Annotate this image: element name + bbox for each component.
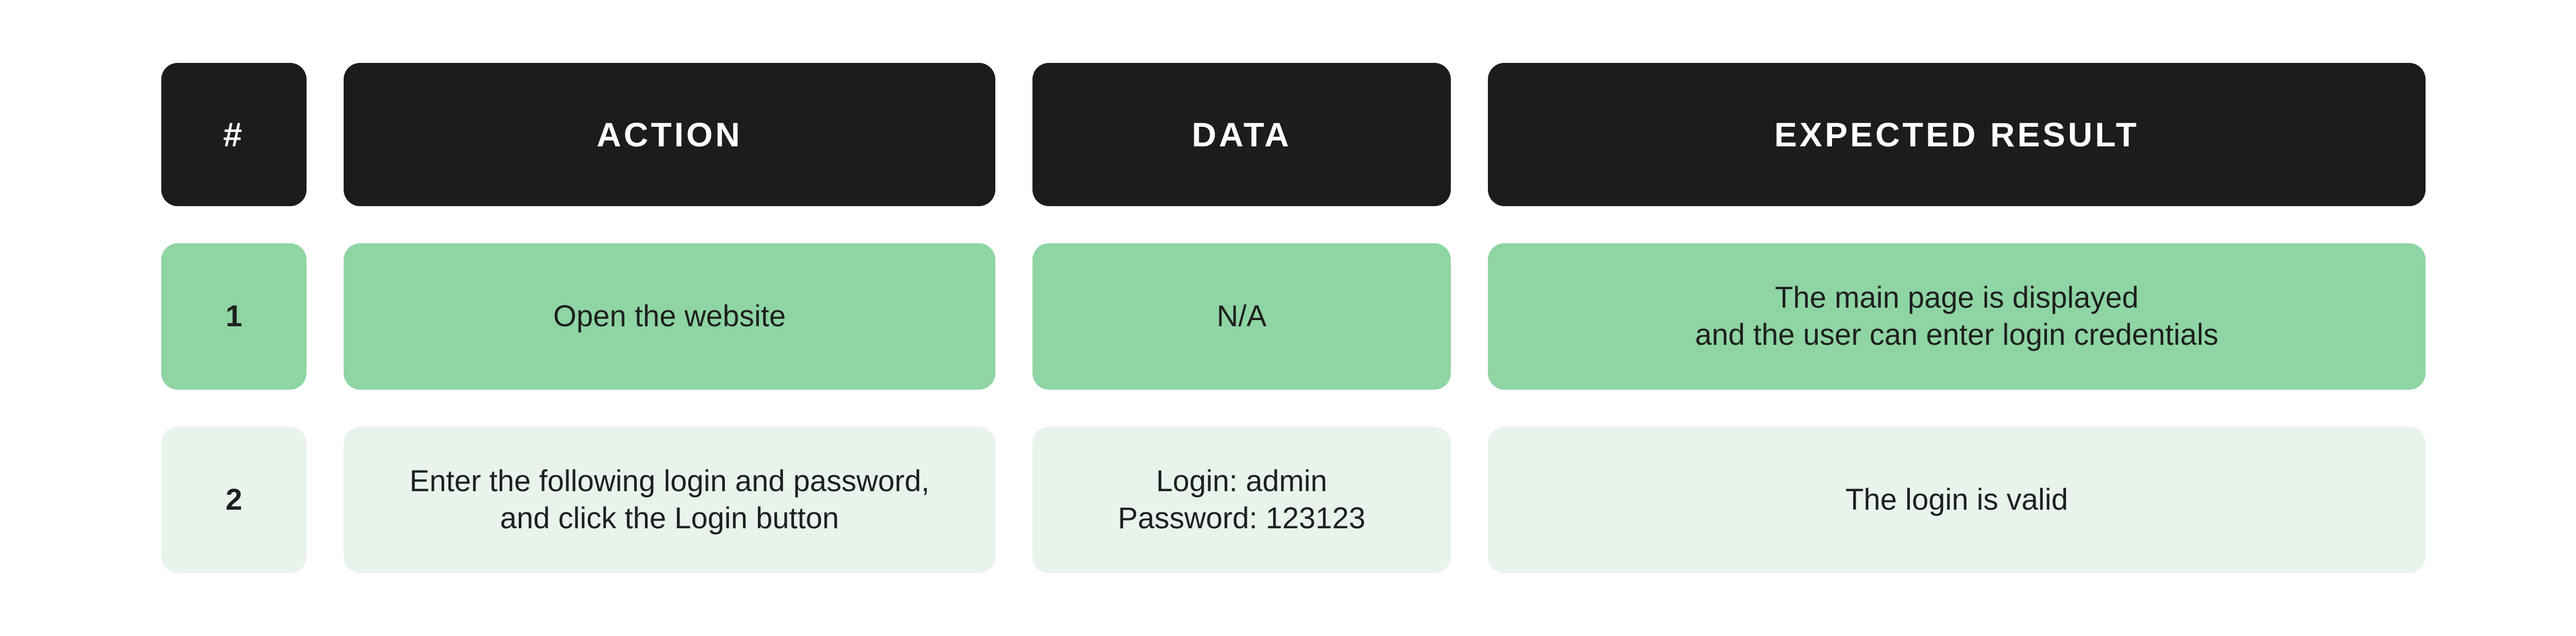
row-2-number-cell: 2 xyxy=(161,427,307,573)
row-1-data-cell: N/A xyxy=(1032,243,1451,390)
test-case-table: # ACTION DATA EXPECTED RESULT 1 Open the… xyxy=(161,63,2427,573)
row-2-data-cell: Login: admin Password: 123123 xyxy=(1032,427,1451,573)
row-2-action-cell: Enter the following login and password, … xyxy=(344,427,995,573)
row-1-action-cell: Open the website xyxy=(344,243,995,390)
header-cell-number: # xyxy=(161,63,307,206)
row-1-number-cell: 1 xyxy=(161,243,307,390)
header-cell-data: DATA xyxy=(1032,63,1451,206)
row-1-expected-result-cell: The main page is displayed and the user … xyxy=(1488,243,2426,390)
row-2-expected-result-cell: The login is valid xyxy=(1488,427,2426,573)
header-cell-action: ACTION xyxy=(344,63,995,206)
header-cell-expected-result: EXPECTED RESULT xyxy=(1488,63,2426,206)
